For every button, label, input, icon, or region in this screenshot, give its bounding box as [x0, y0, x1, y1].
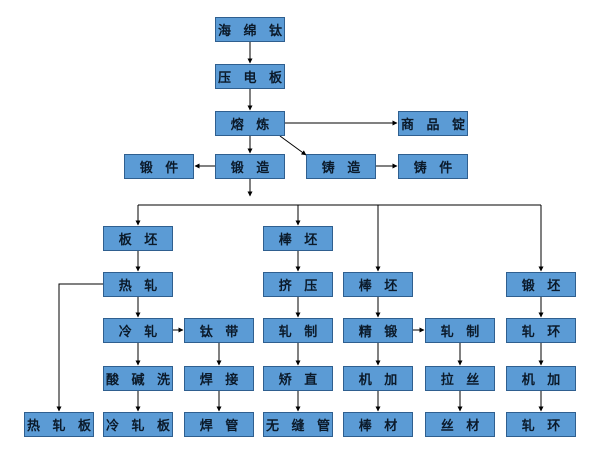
node-shangpinding: 商 品 锭	[398, 111, 468, 136]
node-zhujian: 铸 件	[398, 154, 468, 179]
node-wufengguan: 无 缝 管	[263, 412, 333, 437]
node-hanguan: 焊 管	[184, 412, 254, 437]
node-duanjian: 锻 件	[124, 154, 194, 179]
node-lasi: 拉 丝	[425, 366, 495, 391]
node-zhazhi-2: 轧 制	[425, 318, 495, 343]
edge-rezha-rezhaban	[56, 283, 103, 412]
node-suanjianxi: 酸 碱 洗	[103, 366, 173, 391]
node-ronglian: 熔 炼	[215, 111, 285, 136]
node-haimianti: 海 绵 钛	[215, 17, 285, 42]
node-bangcai: 棒 材	[343, 412, 413, 437]
node-zhahuan-2: 轧 环	[506, 412, 576, 437]
node-sicai: 丝 材	[425, 412, 495, 437]
edge-ronglian-zhuzao	[279, 135, 307, 156]
node-bangpi-2: 棒 坯	[343, 272, 413, 297]
node-jiya: 挤 压	[263, 272, 333, 297]
node-taidai: 钛 带	[184, 318, 254, 343]
node-jiaozhi: 矫 直	[263, 366, 333, 391]
node-banpi: 板 坯	[103, 226, 173, 251]
node-bangpi-1: 棒 坯	[263, 226, 333, 251]
node-jingduan: 精 锻	[343, 318, 413, 343]
node-zhuzao: 铸 造	[306, 154, 376, 179]
node-yadianban: 压 电 板	[215, 64, 285, 89]
node-lengzha: 冷 轧	[103, 318, 173, 343]
node-lengzhaban: 冷 轧 板	[103, 412, 173, 437]
node-duanpi: 锻 坯	[506, 272, 576, 297]
node-zhazhi: 轧 制	[263, 318, 333, 343]
node-jijia-1: 机 加	[343, 366, 413, 391]
node-zhahuan-1: 轧 环	[506, 318, 576, 343]
node-jijia-2: 机 加	[506, 366, 576, 391]
node-duanzao: 锻 造	[215, 154, 285, 179]
node-rezha: 热 轧	[103, 272, 173, 297]
node-hanjie: 焊 接	[184, 366, 254, 391]
node-rezhaban: 热 轧 板	[24, 412, 94, 437]
connector-lines	[56, 42, 544, 412]
